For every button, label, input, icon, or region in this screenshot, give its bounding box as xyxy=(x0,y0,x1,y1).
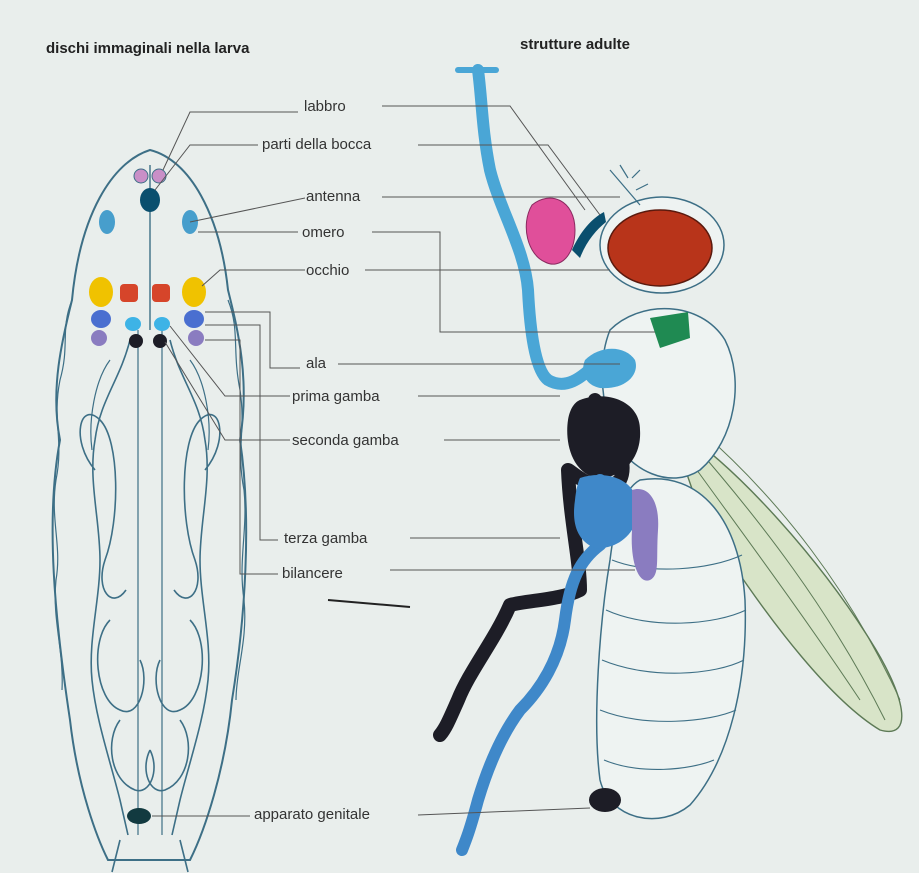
disc-genital xyxy=(127,808,151,824)
disc-occhio-right xyxy=(152,284,170,302)
label-seconda-gamba: seconda gamba xyxy=(292,432,399,449)
fly-haltere xyxy=(632,489,659,581)
fly-eye xyxy=(608,210,712,286)
larva-discs xyxy=(89,169,206,824)
disc-occhio-left xyxy=(120,284,138,302)
fly-proboscis xyxy=(526,198,575,264)
disc-leg2-left xyxy=(129,334,143,348)
disc-leg1-right xyxy=(154,317,170,331)
fly-genital xyxy=(589,788,621,812)
larva-loop-4 xyxy=(156,620,202,712)
larva-gut-right xyxy=(170,340,209,835)
larva-inner-left xyxy=(91,360,110,450)
disc-wing-left xyxy=(91,310,111,328)
larva-loop-2 xyxy=(174,415,220,598)
disc-labbro xyxy=(134,169,148,183)
disc-eye-right xyxy=(182,277,206,307)
disc-labbro-2 xyxy=(152,169,166,183)
disc-antenna-left xyxy=(99,210,115,234)
label-labbro: labbro xyxy=(304,98,346,115)
label-omero: omero xyxy=(302,224,345,241)
disc-eye-left xyxy=(89,277,113,307)
larva-loop-3 xyxy=(98,620,144,712)
larva-tail-left xyxy=(112,840,120,872)
larva-illustration xyxy=(53,150,247,872)
larva-segment-left xyxy=(54,300,72,690)
larva-inner-right xyxy=(190,360,209,450)
disc-mouthparts xyxy=(140,188,160,212)
label-terza-gamba: terza gamba xyxy=(284,530,367,547)
disc-haltere-right xyxy=(188,330,204,346)
heading-larva: dischi immaginali nella larva xyxy=(46,40,249,57)
heading-adult: strutture adulte xyxy=(520,36,630,53)
larva-gut-left xyxy=(91,340,130,835)
disc-wing-right xyxy=(184,310,204,328)
label-ala: ala xyxy=(306,355,326,372)
label-bilancere: bilancere xyxy=(282,565,343,582)
larva-loop-1 xyxy=(80,415,126,598)
adult-fly-illustration xyxy=(440,70,902,850)
label-apparato-genitale: apparato genitale xyxy=(254,806,370,823)
disc-leg2-right xyxy=(153,334,167,348)
label-occhio: occhio xyxy=(306,262,349,279)
label-antenna: antenna xyxy=(306,188,360,205)
disc-leg1-left xyxy=(125,317,141,331)
disc-haltere-left xyxy=(91,330,107,346)
label-prima-gamba: prima gamba xyxy=(292,388,380,405)
label-parti-della-bocca: parti della bocca xyxy=(262,136,371,153)
larva-tail-right xyxy=(180,840,188,872)
